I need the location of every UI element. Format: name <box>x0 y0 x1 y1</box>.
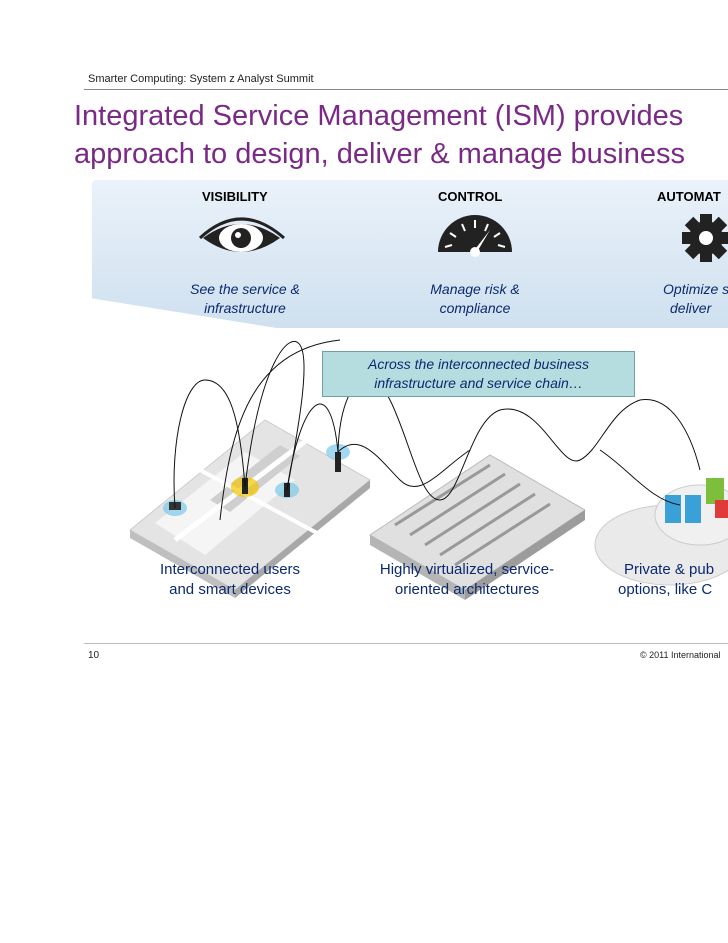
gauge-icon <box>438 215 512 257</box>
callout-box: Across the interconnected business infra… <box>322 351 635 397</box>
label-virtualized: Highly virtualized, service- oriented ar… <box>362 560 572 600</box>
pillar-desc-control-line2: compliance <box>439 300 511 316</box>
header-divider <box>84 89 728 90</box>
label-users-line2: and smart devices <box>169 581 291 598</box>
connection-lines <box>173 339 701 521</box>
title-line-2: approach to design, deliver & manage bus… <box>74 138 685 170</box>
pillar-heading-automation: AUTOMAT <box>657 189 721 204</box>
label-cloud-options: Private & pub options, like C <box>618 560 728 600</box>
pillar-desc-control: Manage risk & compliance <box>400 280 550 318</box>
pillar-desc-automation: Optimize se deliver <box>640 280 728 318</box>
label-cloud-line1: Private & pub <box>624 561 715 578</box>
title-line-1: Integrated Service Management (ISM) prov… <box>74 100 684 132</box>
pillar-desc-automation-line2: deliver <box>670 300 712 316</box>
pillar-desc-control-line1: Manage risk & <box>430 281 520 297</box>
cloud-illustration <box>594 478 728 586</box>
callout-line-1: Across the interconnected business <box>367 356 589 372</box>
footer-divider <box>84 643 728 644</box>
label-virtualized-line2: oriented architectures <box>394 581 540 598</box>
label-virtualized-line1: Highly virtualized, service- <box>379 561 555 578</box>
pillars-band <box>92 180 728 328</box>
pillar-heading-visibility: VISIBILITY <box>202 189 268 204</box>
header-text: Smarter Computing: System z Analyst Summ… <box>88 73 314 85</box>
eye-icon <box>198 217 285 252</box>
pillar-desc-visibility: See the service & infrastructure <box>170 280 320 318</box>
page-number: 10 <box>88 650 100 661</box>
label-users-line1: Interconnected users <box>159 561 301 578</box>
callout-line-2: infrastructure and service chain… <box>374 375 583 391</box>
pillar-heading-control: CONTROL <box>438 189 503 204</box>
slide: Smarter Computing: System z Analyst Summ… <box>74 73 728 661</box>
gear-icon <box>682 214 728 262</box>
pillar-desc-visibility-line1: See the service & <box>190 281 300 297</box>
slide-title: Integrated Service Management (ISM) prov… <box>74 97 728 173</box>
illustration <box>129 214 728 600</box>
datacenter-illustration <box>369 454 586 600</box>
label-users-devices: Interconnected users and smart devices <box>140 560 320 600</box>
label-cloud-line2: options, like C <box>618 581 713 598</box>
pillar-desc-automation-line1: Optimize se <box>663 281 728 297</box>
copyright: © 2011 International <box>640 650 721 660</box>
pillar-desc-visibility-line2: infrastructure <box>204 300 286 316</box>
